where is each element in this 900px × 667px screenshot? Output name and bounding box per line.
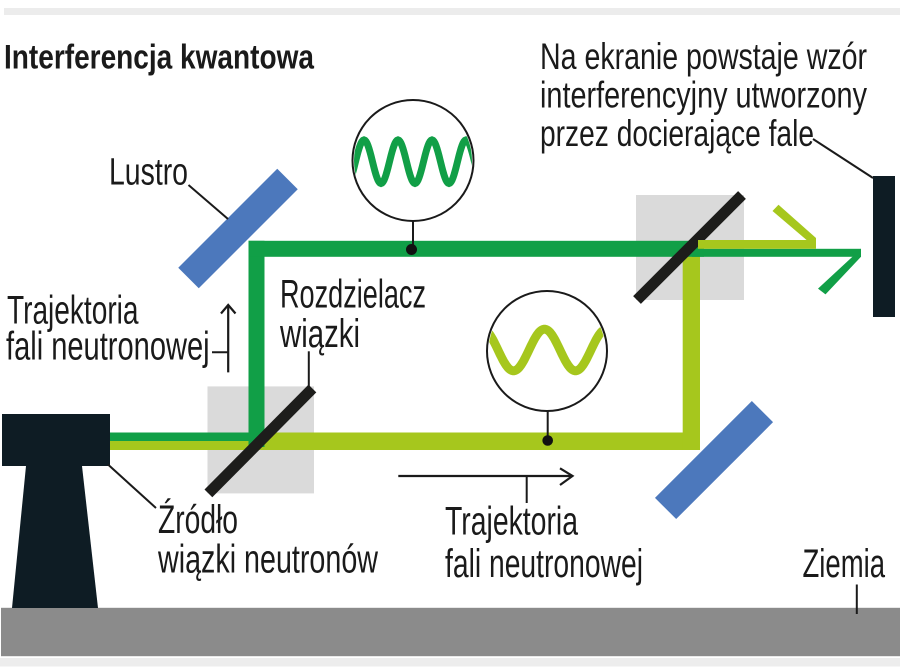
svg-text:Na ekranie powstaje wzór: Na ekranie powstaje wzór bbox=[540, 36, 867, 77]
svg-text:wiązki: wiązki bbox=[279, 312, 360, 356]
svg-text:przez docierające fale: przez docierające fale bbox=[540, 113, 814, 154]
svg-text:Trajektoria: Trajektoria bbox=[445, 500, 579, 544]
svg-text:fali neutronowej: fali neutronowej bbox=[6, 325, 210, 369]
svg-text:fali neutronowej: fali neutronowej bbox=[445, 542, 643, 586]
svg-text:Interferencja kwantowa: Interferencja kwantowa bbox=[4, 39, 315, 77]
svg-text:interferencyjny utworzony: interferencyjny utworzony bbox=[540, 75, 867, 116]
svg-text:Źródło: Źródło bbox=[158, 497, 238, 542]
svg-text:Trajektoria: Trajektoria bbox=[7, 288, 139, 332]
svg-text:wiązki neutronów: wiązki neutronów bbox=[157, 538, 378, 582]
svg-text:Ziemia: Ziemia bbox=[803, 542, 886, 586]
svg-text:Lustro: Lustro bbox=[109, 152, 188, 194]
svg-text:Rozdzielacz: Rozdzielacz bbox=[280, 273, 426, 317]
